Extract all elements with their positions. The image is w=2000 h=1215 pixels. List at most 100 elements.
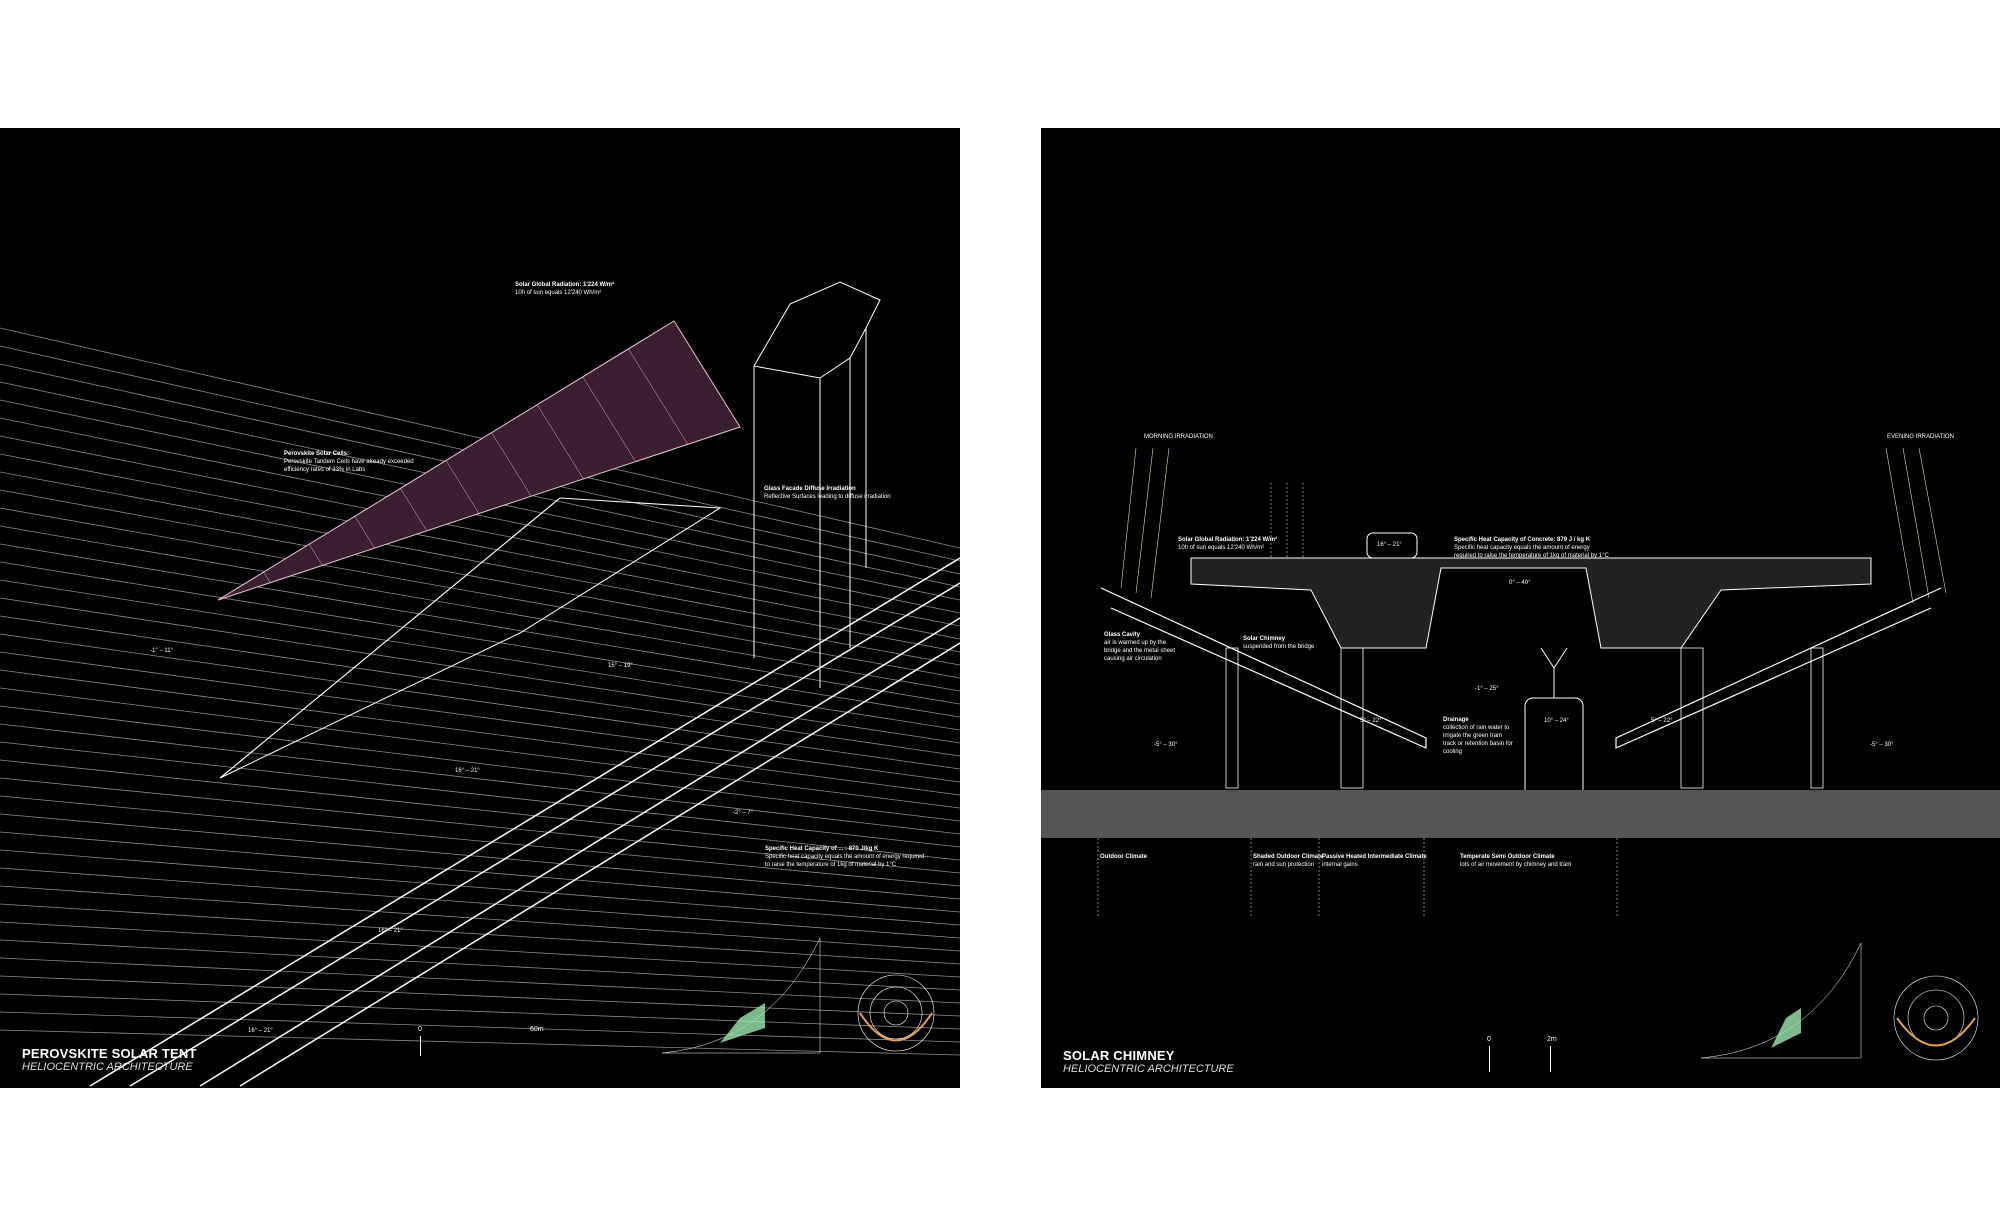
rail-track-line <box>0 597 960 744</box>
annotation-text: causing air circulation <box>1104 656 1162 662</box>
annotation-heading: Solar Global Radiation: 1'224 W/m² <box>515 282 615 288</box>
scale-start: 0 <box>418 1026 422 1033</box>
drainage-annotation: Drainage collection of rain water to irr… <box>1443 716 1513 756</box>
rail-track-line <box>0 327 960 549</box>
scale-end: 60m <box>530 1026 544 1033</box>
climate-zone-label: Temperate Semi Outdoor Climate lots of a… <box>1460 853 1571 869</box>
annotation-text: track or retention basin for <box>1443 741 1513 747</box>
annotation-heading: Glass Cavity <box>1104 632 1141 638</box>
bridge-deck <box>1190 557 1872 649</box>
rail-track-line <box>0 669 960 796</box>
annotation-text: collection of rain water to <box>1443 725 1510 731</box>
temperature-label: 16° – 21° <box>1377 542 1402 548</box>
temperature-label: 0° – 40° <box>1509 580 1531 586</box>
annotation-text: Specific heat capacity equals the amount… <box>765 854 925 860</box>
solar-radiation-annotation: Solar Global Radiation: 1'224 W/m² 10h o… <box>515 281 614 297</box>
climate-zone-label: Shaded Outdoor Climate rain and sun prot… <box>1253 853 1323 869</box>
temperature-label: -1° – 11° <box>150 648 174 654</box>
rail-track-line <box>0 489 960 666</box>
annotation-heading: Glass Facade Diffuse Irradiation <box>764 486 856 492</box>
rail-track-line <box>0 687 960 809</box>
psychrometric-chart <box>661 937 821 1054</box>
canopy-grid-line <box>308 544 323 566</box>
rail-tracks <box>0 327 960 1056</box>
annotation-text: 10h of sun equals 12'240 Wh/m² <box>1178 545 1265 551</box>
climate-heading: Shaded Outdoor Climate <box>1253 854 1324 860</box>
temperature-label: 5° – 22° <box>1360 718 1382 724</box>
rail-track-line <box>0 633 960 770</box>
canopy-grid-line <box>445 460 480 514</box>
temperature-label: 10° – 24° <box>1544 718 1569 724</box>
rail-track-line <box>0 705 960 822</box>
annotation-text: Reflective Surfaces leading to diffuse i… <box>764 494 891 500</box>
perovskite-annotation: Perovskite Solar Cells: Perovskite Tande… <box>284 450 414 474</box>
canopy-grid-line <box>263 571 271 583</box>
rail-track-line <box>0 867 960 939</box>
glass-cavity-annotation: Glass Cavity air is warmed up by the bri… <box>1104 631 1175 663</box>
section-drawing <box>1041 447 2000 918</box>
rail-track-line <box>0 759 960 861</box>
climate-text: rain and sun protection <box>1253 862 1315 868</box>
rail-track-line <box>0 561 960 718</box>
sun-path-diagram <box>1893 975 1979 1061</box>
rail-track-line <box>0 507 960 679</box>
rail-track-line <box>0 813 960 900</box>
car <box>1366 532 1418 559</box>
climate-heading: Passive Heated Intermediate Climate <box>1322 854 1427 860</box>
annotation-text: Perovskite Tandem Cells have already exc… <box>284 459 414 465</box>
psychrometric-chart-and-sun-path <box>661 937 935 1054</box>
rail-track-line <box>0 777 960 874</box>
scale-bar <box>420 1036 521 1056</box>
rail-track-line <box>0 579 960 731</box>
sun-path-diagram <box>857 974 935 1052</box>
annotation-text: air is warmed up by the <box>1104 640 1167 646</box>
rail-track-line <box>0 543 960 705</box>
rail-track-line <box>0 795 960 887</box>
scale-bar <box>1489 1046 1551 1072</box>
annotation-text: to raise the temperature of 1kg of mater… <box>765 862 897 868</box>
ground-band <box>1041 790 2000 838</box>
canopy-grid-line <box>354 516 375 549</box>
annotation-text: required to raise the temperature of 1kg… <box>1454 553 1609 559</box>
annotation-text: 10h of sun equals 12'240 Wh/m² <box>515 290 602 296</box>
temperature-label: 16° – 21° <box>248 1028 273 1034</box>
temperature-label: -1° – 25° <box>1475 686 1499 692</box>
glass-facade-annotation: Glass Facade Diffuse Irradiation Reflect… <box>764 485 891 501</box>
climate-heading: Temperate Semi Outdoor Climate <box>1460 854 1555 860</box>
canopy-grid-line <box>673 320 741 428</box>
temperature-label: 16° – 21° <box>455 768 480 774</box>
tent-truss <box>219 497 722 779</box>
climate-text: lots of air movement by chimney and tram <box>1460 862 1572 868</box>
rail-track-line <box>0 453 960 640</box>
rail-track-line <box>0 741 960 848</box>
annotation-heading: Specific Heat Capacity of ... : 870 J/kg… <box>765 846 879 852</box>
rail-track-line <box>0 435 960 627</box>
perovskite-solar-tent-panel: Solar Global Radiation: 1'224 W/m² 10h o… <box>0 128 960 1088</box>
climate-heading: Outdoor Climate <box>1100 854 1148 860</box>
temperature-label: 16° – 21° <box>378 928 403 934</box>
canopy-grid-line <box>536 404 584 480</box>
rail-track-line <box>0 939 960 991</box>
temperature-label: -2° – 7° <box>733 810 754 816</box>
canopy-grid-line <box>400 488 428 531</box>
rail-track-line <box>0 957 960 1004</box>
solar-radiation-annotation: Solar Global Radiation: 1'224 W/m² 10h o… <box>1178 536 1277 552</box>
rail-track-line <box>0 651 960 783</box>
annotation-heading: Drainage <box>1443 717 1469 723</box>
glass-wings <box>1100 587 1942 749</box>
scale-end: 2m <box>1547 1036 1557 1043</box>
rail-track-line <box>0 1029 960 1056</box>
annotation-heading: Solar Chimney <box>1243 636 1286 642</box>
temperature-label: 5° – 22° <box>1651 718 1673 724</box>
drawing-title: SOLAR CHIMNEY <box>1063 1048 1175 1063</box>
annotation-text: efficiency rates of 33% in Labs <box>284 467 366 473</box>
climate-text: internal gains <box>1322 862 1358 868</box>
glass-tower <box>753 281 881 688</box>
rail-track-line <box>0 723 960 835</box>
drawing-title: PEROVSKITE SOLAR TENT <box>22 1046 197 1061</box>
canopy-grid-line <box>491 432 532 497</box>
temperature-label: -5° – 30° <box>1870 742 1894 748</box>
axonometric-drawing <box>0 281 960 1087</box>
rail-track-line <box>0 903 960 965</box>
psychrometric-chart-and-sun-path <box>1701 942 1979 1061</box>
